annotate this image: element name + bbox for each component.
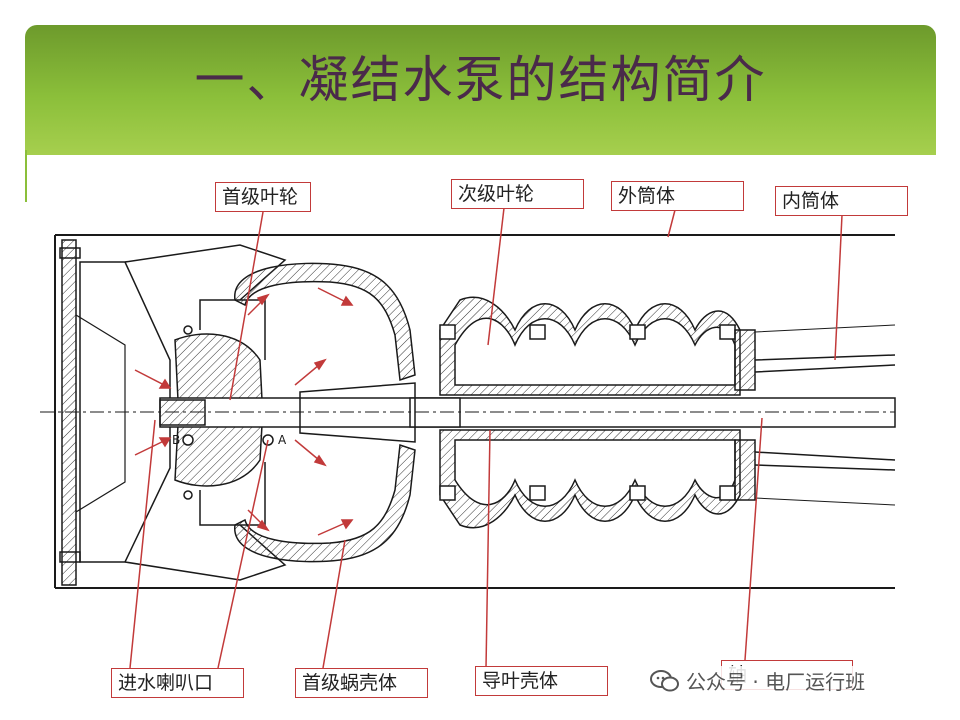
volute-lower bbox=[234, 443, 416, 563]
leader-lines bbox=[129, 207, 843, 669]
inner-barrel bbox=[734, 324, 896, 506]
chat-bubbles-icon bbox=[650, 669, 679, 691]
shaft bbox=[40, 397, 896, 428]
discharge-column bbox=[299, 382, 416, 443]
label-diffuser-casing: 导叶壳体 bbox=[475, 666, 608, 696]
mark-b: B bbox=[172, 433, 180, 447]
first-stage-impeller bbox=[174, 299, 274, 526]
mark-a: A bbox=[278, 433, 287, 447]
label-inlet-bell: 进水喇叭口 bbox=[111, 668, 244, 698]
flow-arrows bbox=[134, 287, 354, 536]
label-second-impeller: 次级叶轮 bbox=[451, 179, 584, 209]
volute-upper bbox=[234, 262, 416, 382]
label-outer-barrel: 外筒体 bbox=[611, 181, 744, 211]
diffuser-stages bbox=[439, 296, 741, 529]
label-first-volute: 首级蜗壳体 bbox=[295, 668, 428, 698]
label-first-impeller: 首级叶轮 bbox=[215, 182, 311, 212]
label-inner-barrel: 内筒体 bbox=[775, 186, 908, 216]
title-banner bbox=[25, 25, 936, 155]
outer-barrel bbox=[54, 234, 895, 589]
slide-title: 一、凝结水泵的结构简介 bbox=[194, 51, 767, 109]
watermark: 公众号 · 电厂运行班 bbox=[650, 666, 866, 695]
watermark-text: 公众号 · 电厂运行班 bbox=[686, 670, 866, 694]
banner-edge bbox=[25, 150, 27, 202]
